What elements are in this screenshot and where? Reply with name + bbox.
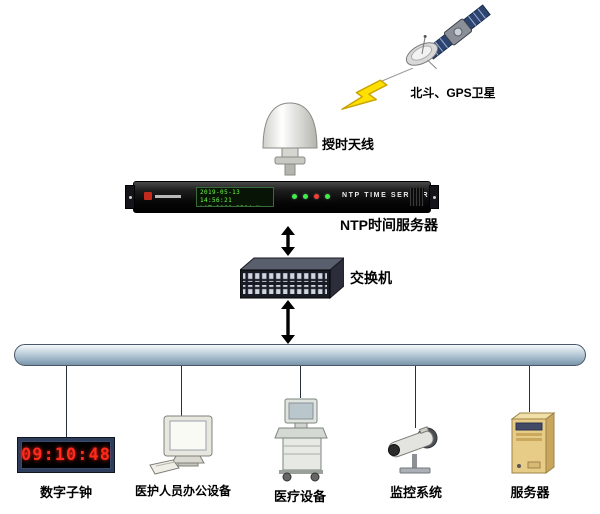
device-label-monitoring-system: 监控系统 xyxy=(389,485,442,500)
network-bus xyxy=(14,344,586,366)
lcd-line2: LAT:3066.2564 N xyxy=(200,205,270,206)
server-brand-logo xyxy=(144,192,181,200)
ntp-panel-text: NTP TIME SERVER xyxy=(342,192,430,199)
device-label-server: 服务器 xyxy=(510,485,550,500)
drop-line-medical-equipment xyxy=(300,366,301,398)
drop-line-digital-clock xyxy=(66,366,67,438)
network-switch-icon xyxy=(240,257,344,300)
arrow-switch-bus xyxy=(281,300,295,344)
drop-line-monitoring-system xyxy=(415,366,416,428)
led-indicators xyxy=(292,194,330,199)
switch-label: 交换机 xyxy=(350,270,392,286)
satellite-icon xyxy=(405,4,491,70)
satellite-label: 北斗、GPS卫星 xyxy=(410,86,496,100)
ntp-server-device: 2019-05-13 14:56:21 LAT:3066.2564 N NTP … xyxy=(125,181,439,213)
lightning-icon xyxy=(341,68,414,110)
device-label-office-equipment: 医护人员办公设备 xyxy=(134,484,231,498)
rack-ear-right-icon xyxy=(429,185,439,209)
device-label-medical-equipment: 医疗设备 xyxy=(273,489,326,504)
rack-ear-left-icon xyxy=(125,185,135,209)
device-label-digital-clock: 数字子钟 xyxy=(39,485,92,500)
office-computer-icon xyxy=(149,415,213,475)
drop-line-office-equipment xyxy=(181,366,182,416)
vent-grille-icon xyxy=(410,188,424,206)
drop-line-server xyxy=(529,366,530,412)
cctv-camera-icon xyxy=(387,426,438,474)
ntp-server-label: NTP时间服务器 xyxy=(340,217,438,233)
server-tower-icon xyxy=(510,412,556,474)
lcd-display: 2019-05-13 14:56:21 LAT:3066.2564 N xyxy=(196,187,274,207)
satellite-dish-icon xyxy=(405,34,439,70)
arrow-server-switch xyxy=(281,226,295,256)
gps-antenna-icon xyxy=(262,102,318,176)
antenna-label: 授时天线 xyxy=(322,137,375,152)
digital-clock-device: 09:10:48 xyxy=(18,438,114,472)
medical-cart-icon xyxy=(274,398,328,482)
clock-display: 09:10:48 xyxy=(21,445,111,465)
lcd-line1: 2019-05-13 14:56:21 xyxy=(200,189,241,204)
